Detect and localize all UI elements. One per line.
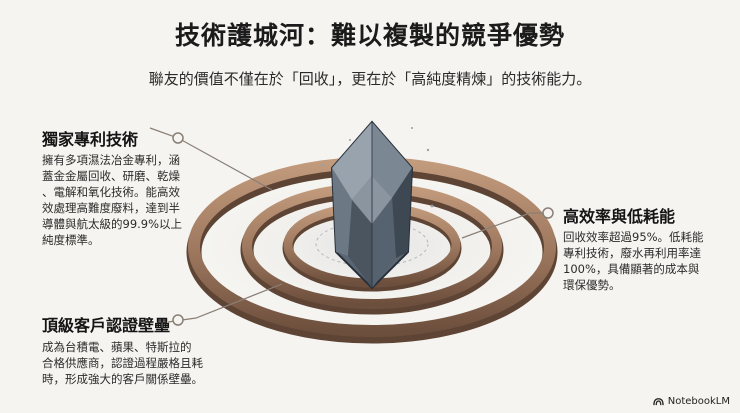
watermark-label: NotebookLM — [667, 396, 730, 407]
efficiency-heading: 高效率與低耗能 — [563, 207, 676, 226]
certification-line: 時，形成強大的客戶關係壁壘。 — [42, 372, 203, 386]
efficiency-line: 回收效率超過95%。低耗能 — [563, 230, 704, 244]
certification-line: 成為台積電、蘋果、特斯拉的 — [42, 340, 192, 354]
patents-line: 導體與航太級的99.9%以上 — [42, 217, 183, 231]
page-subtitle: 聯友的價值不僅在於「回收」，更在於「高純度精煉」的技術能力。 — [148, 70, 592, 88]
patents-heading: 獨家專利技術 — [42, 130, 139, 149]
crystal-icon — [330, 120, 414, 290]
certification-heading: 頂級客戶認證壁壘 — [42, 316, 171, 335]
efficiency-line: 專利技術，廢水再利用率達 — [563, 246, 701, 260]
efficiency-line: 100%，具備顯著的成本與 — [563, 262, 700, 276]
node-patents — [172, 132, 184, 144]
certification-description: 成為台積電、蘋果、特斯拉的 合格供應商，認證過程嚴格且耗 時，形成強大的客戶關係… — [42, 339, 242, 387]
node-efficiency — [542, 207, 554, 219]
certification-line: 合格供應商，認證過程嚴格且耗 — [42, 356, 203, 370]
notebooklm-logo-icon — [653, 398, 664, 406]
patents-line: 擁有多項濕法冶金專利，涵 — [42, 153, 180, 167]
efficiency-description: 回收效率超過95%。低耗能 專利技術，廢水再利用率達 100%，具備顯著的成本與… — [563, 229, 733, 293]
sparkles — [315, 127, 434, 215]
patents-line: 純度標準。 — [42, 233, 100, 247]
efficiency-line: 環保優勢。 — [563, 278, 621, 292]
page-title: 技術護城河：難以複製的競爭優勢 — [174, 21, 565, 50]
patents-line: 蓋金金屬回收、研磨、乾燥 — [42, 169, 180, 183]
notebooklm-watermark: NotebookLM — [653, 396, 730, 407]
patents-line: 、電解和氧化技術。能高效 — [42, 185, 180, 199]
patents-description: 擁有多項濕法冶金專利，涵 蓋金金屬回收、研磨、乾燥 、電解和氧化技術。能高效 效… — [42, 152, 242, 248]
patents-line: 效處理高難度廢料，達到半 — [42, 201, 180, 215]
node-certification — [172, 314, 184, 326]
leader-line-efficiency — [461, 212, 548, 239]
